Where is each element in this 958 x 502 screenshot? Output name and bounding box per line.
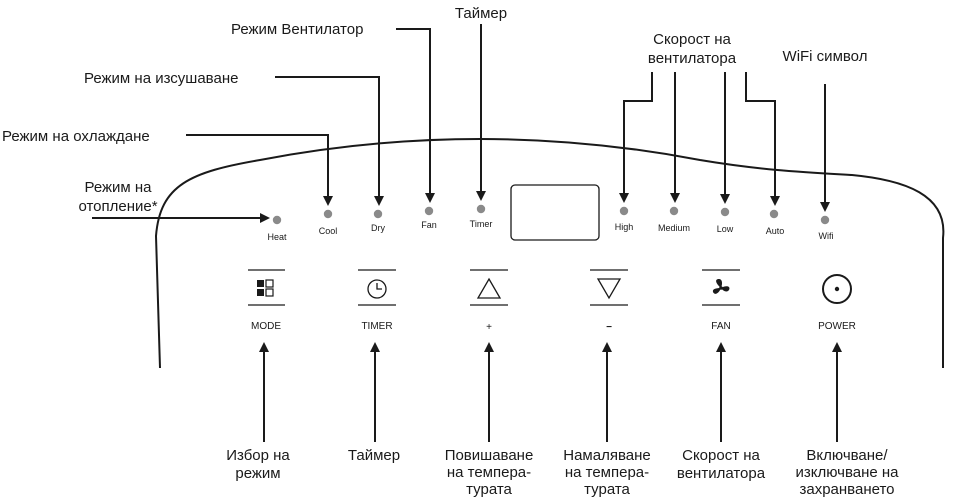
- label-high: High: [615, 222, 634, 232]
- label-cool: Cool: [319, 226, 338, 236]
- triangle-up-icon: [476, 277, 502, 299]
- led-dry: [373, 209, 383, 219]
- callout-timer-bottom: Таймер: [348, 447, 400, 464]
- power-icon: [822, 274, 852, 304]
- label-low: Low: [717, 224, 734, 234]
- callout-fan-mode: Режим Вентилатор: [231, 21, 363, 38]
- led-medium: [669, 206, 679, 216]
- led-heat: [272, 215, 282, 225]
- led-cool: [323, 209, 333, 219]
- indicator-labels: Heat Cool Dry Fan Timer High Medium Low …: [267, 219, 833, 242]
- led-high: [619, 206, 629, 216]
- fan-button-label: FAN: [711, 321, 730, 332]
- fan-button[interactable]: FAN: [702, 269, 740, 332]
- led-low: [720, 207, 730, 217]
- label-timer: Timer: [470, 219, 493, 229]
- mode-button-label: MODE: [251, 321, 281, 332]
- top-leaders: [92, 24, 830, 223]
- led-timer: [476, 204, 486, 214]
- label-dry: Dry: [371, 223, 385, 233]
- label-heat: Heat: [267, 232, 287, 242]
- mode-icon: [257, 279, 274, 297]
- clock-icon: [367, 279, 387, 299]
- fan-icon: [712, 279, 730, 294]
- timer-button[interactable]: TIMER: [358, 269, 396, 332]
- led-auto: [769, 209, 779, 219]
- power-button-label: POWER: [818, 321, 856, 332]
- display-window: [510, 184, 600, 241]
- callout-timer: Таймер: [455, 5, 507, 22]
- callout-dry-mode: Режим на изсушаване: [84, 70, 238, 87]
- callout-wifi-symbol: WiFi символ: [783, 48, 868, 65]
- temp-up-button[interactable]: +: [470, 269, 508, 333]
- label-wifi: Wifi: [819, 231, 834, 241]
- temp-up-button-label: +: [486, 322, 492, 333]
- power-button[interactable]: POWER: [818, 274, 856, 332]
- triangle-down-icon: [596, 278, 622, 300]
- temp-down-button-label: −: [606, 322, 612, 333]
- temp-down-button[interactable]: −: [590, 269, 628, 333]
- mode-button[interactable]: MODE: [248, 269, 285, 332]
- led-wifi: [820, 215, 830, 225]
- led-fan: [424, 206, 434, 216]
- callout-cool-mode: Режим на охлаждане: [2, 128, 150, 145]
- label-fan: Fan: [421, 220, 437, 230]
- panel-outline: [154, 138, 945, 369]
- indicator-leds: [272, 204, 830, 225]
- label-medium: Medium: [658, 223, 690, 233]
- timer-button-label: TIMER: [361, 321, 392, 332]
- label-auto: Auto: [766, 226, 785, 236]
- bottom-leaders: [259, 342, 842, 442]
